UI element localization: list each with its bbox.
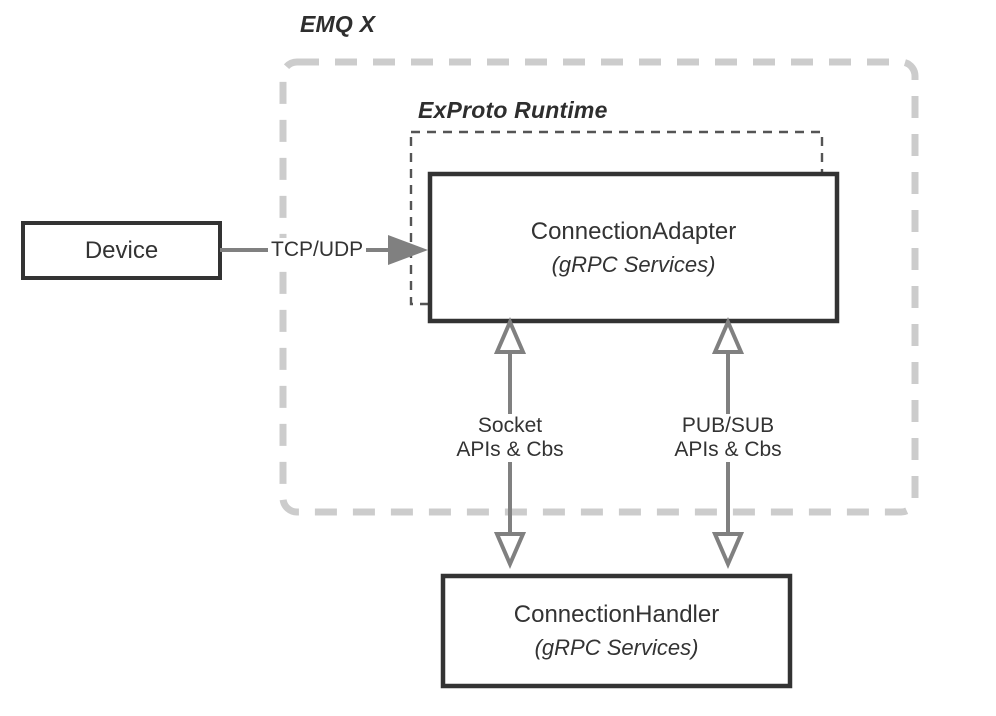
edge-pubsub-apis (711, 316, 745, 570)
connection-handler-label-block: ConnectionHandler (gRPC Services) (443, 576, 790, 686)
connection-adapter-subtitle: (gRPC Services) (551, 251, 716, 277)
device-title: Device (84, 236, 159, 264)
edge-label-pubsub-apis: PUB/SUB APIs & Cbs (628, 414, 828, 462)
edge-label-socket-line1: Socket (474, 414, 546, 438)
edge-label-socket-line2: APIs & Cbs (453, 438, 567, 462)
exproto-runtime-group-title: ExProto Runtime (418, 97, 608, 123)
edge-label-pubsub-line2: APIs & Cbs (671, 438, 785, 462)
connection-handler-title: ConnectionHandler (513, 601, 720, 628)
connection-adapter-title: ConnectionAdapter (530, 217, 737, 245)
emqx-group-title: EMQ X (300, 11, 376, 37)
connection-adapter-label-block: ConnectionAdapter (gRPC Services) (430, 174, 837, 321)
edge-label-socket-apis: Socket APIs & Cbs (410, 414, 610, 462)
edge-label-tcp-udp: TCP/UDP (268, 238, 367, 263)
connection-handler-subtitle: (gRPC Services) (534, 635, 699, 660)
device-label-block: Device (23, 223, 220, 278)
emqx-boundary (279, 58, 919, 516)
edge-label-pubsub-line1: PUB/SUB (678, 414, 778, 438)
connection-handler-box[interactable] (440, 573, 793, 689)
connection-adapter-box[interactable] (427, 171, 840, 324)
